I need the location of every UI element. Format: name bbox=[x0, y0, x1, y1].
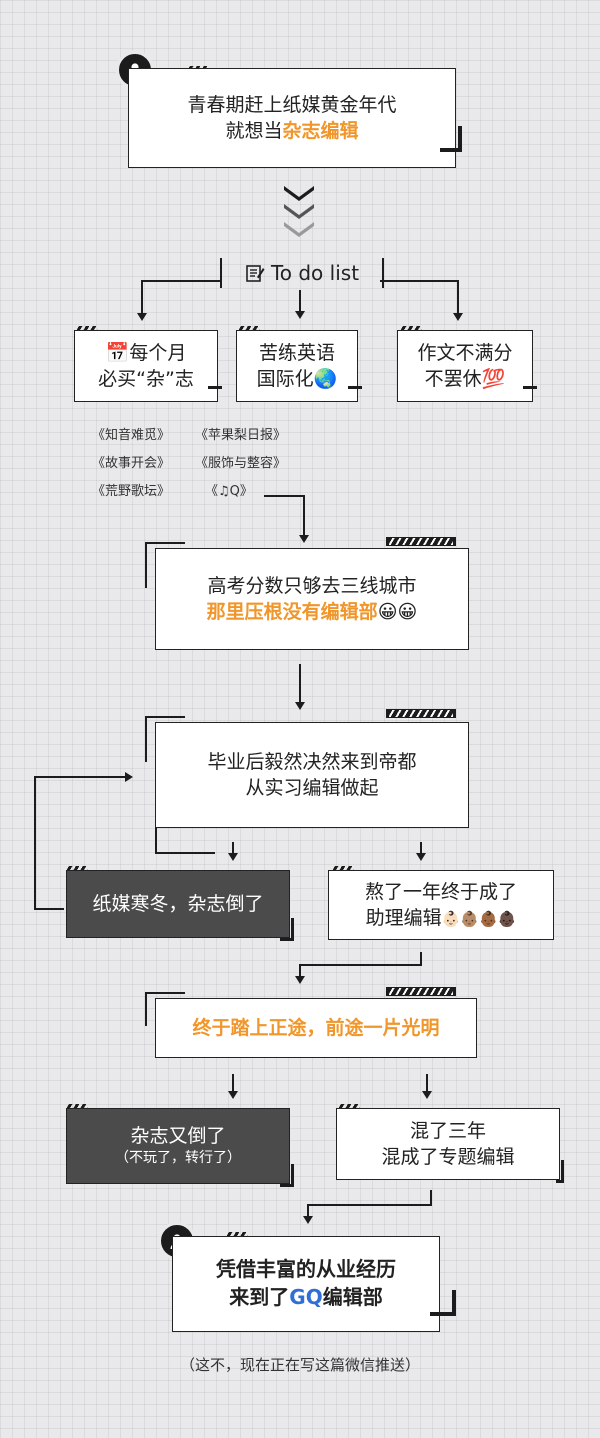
decor-bracket bbox=[145, 542, 147, 588]
connector bbox=[426, 1074, 428, 1092]
node-graduate: 毕业后毅然决然来到帝都 从实习编辑做起 bbox=[155, 722, 469, 828]
notepad-icon bbox=[246, 265, 265, 282]
decor-bracket bbox=[155, 828, 157, 854]
arrow-down-icon bbox=[228, 1091, 238, 1099]
gq-brand: GQ bbox=[289, 1285, 323, 1309]
decor-bracket bbox=[145, 992, 147, 1026]
smile-icon: 😀😀 bbox=[377, 601, 418, 623]
connector bbox=[430, 1190, 432, 1206]
arrow-down-icon bbox=[228, 853, 238, 861]
accent-text: 杂志编辑 bbox=[282, 120, 359, 142]
arrow-down-icon bbox=[303, 1216, 313, 1224]
node-magazine: 📅每个月 必买“杂”志 bbox=[74, 330, 218, 402]
arrow-down-icon bbox=[416, 853, 426, 861]
node-assistant: 熬了一年终于成了 助理编辑👶🏻👶🏽👶🏾👶🏿 bbox=[328, 870, 554, 940]
magazine-title: 《知音难觅》 bbox=[92, 428, 171, 443]
arrow-down-icon bbox=[137, 313, 147, 321]
chevron-down-icon bbox=[284, 204, 314, 219]
magazine-title: 《♫Q》 bbox=[205, 484, 253, 499]
globe-icon: 🌏 bbox=[313, 368, 338, 390]
connector bbox=[232, 842, 234, 854]
magazine-title: 《荒野歌坛》 bbox=[92, 484, 171, 499]
magazine-title: 《服饰与整容》 bbox=[195, 456, 287, 471]
connector bbox=[457, 280, 459, 314]
connector bbox=[299, 964, 301, 978]
connector bbox=[232, 1074, 234, 1092]
arrow-down-icon bbox=[299, 535, 309, 543]
connector bbox=[420, 842, 422, 854]
connector bbox=[34, 776, 36, 910]
decor-stripes bbox=[386, 987, 456, 996]
footnote: （这不，现在正在写这篇微信推送） bbox=[179, 1356, 420, 1374]
decor-bar bbox=[440, 148, 462, 152]
node-gq: 凭借丰富的从业经历 来到了GQ编辑部 bbox=[172, 1236, 440, 1332]
node-top: 青春期赶上纸媒黄金年代 就想当杂志编辑 bbox=[128, 68, 456, 168]
magazine-title: 《苹果梨日报》 bbox=[195, 428, 287, 443]
decor-stripes bbox=[386, 709, 456, 718]
decor-bar bbox=[556, 1180, 564, 1183]
connector bbox=[264, 495, 305, 497]
node-english: 苦练英语 国际化🌏 bbox=[236, 330, 358, 402]
chevron-down-icon bbox=[284, 186, 314, 201]
connector bbox=[380, 280, 459, 282]
node-gaokao: 高考分数只够去三线城市 那里压根没有编辑部😀😀 bbox=[155, 548, 469, 650]
calendar-icon: 📅 bbox=[105, 341, 130, 364]
people-icon: 👶🏻👶🏽👶🏾👶🏿 bbox=[441, 910, 517, 928]
decor-bar bbox=[280, 1184, 294, 1187]
arrow-down-icon bbox=[295, 311, 305, 319]
arrow-down-icon bbox=[453, 313, 463, 321]
connector bbox=[300, 964, 422, 966]
hundred-icon: 💯 bbox=[481, 368, 506, 390]
decor-bracket bbox=[145, 716, 147, 762]
connector bbox=[299, 664, 301, 704]
connector bbox=[303, 495, 305, 537]
decor-bar bbox=[523, 386, 537, 389]
todo-label: To do list bbox=[220, 258, 384, 288]
node-three-years: 混了三年 混成了专题编辑 bbox=[336, 1108, 560, 1180]
decor-bracket bbox=[145, 992, 185, 994]
connector bbox=[34, 908, 64, 910]
decor-bracket bbox=[145, 542, 185, 544]
arrow-down-icon bbox=[422, 1091, 432, 1099]
node-winter: 纸媒寒冬，杂志倒了 bbox=[66, 870, 290, 938]
connector bbox=[34, 776, 126, 778]
connector bbox=[141, 280, 220, 282]
connector bbox=[307, 1204, 309, 1218]
decor-bar bbox=[561, 1160, 564, 1183]
decor-bar bbox=[458, 126, 462, 152]
connector bbox=[420, 952, 422, 966]
decor-bar bbox=[430, 1312, 456, 1316]
arrow-right-icon bbox=[125, 772, 133, 782]
connector bbox=[141, 280, 143, 314]
decor-stripes bbox=[386, 537, 456, 546]
node-fold-again: 杂志又倒了 （不玩了，转行了） bbox=[66, 1108, 290, 1184]
decor-bar bbox=[291, 1164, 294, 1187]
decor-bar bbox=[348, 386, 362, 389]
chevron-down-icon bbox=[284, 222, 314, 237]
arrow-down-icon bbox=[295, 976, 305, 984]
decor-bar bbox=[208, 386, 222, 389]
node-right-path: 终于踏上正途，前途一片光明 bbox=[155, 998, 477, 1058]
decor-bracket bbox=[145, 716, 185, 718]
arrow-down-icon bbox=[295, 702, 305, 710]
node-essay: 作文不满分 不罢休💯 bbox=[397, 330, 533, 402]
connector bbox=[299, 290, 301, 312]
node-top-line1: 青春期赶上纸媒黄金年代 bbox=[187, 93, 397, 116]
decor-bracket bbox=[155, 852, 215, 854]
decor-bar bbox=[452, 1290, 456, 1316]
magazine-title: 《故事开会》 bbox=[92, 456, 171, 471]
decor-bar bbox=[291, 918, 294, 941]
connector bbox=[308, 1204, 432, 1206]
decor-bar bbox=[280, 938, 294, 941]
